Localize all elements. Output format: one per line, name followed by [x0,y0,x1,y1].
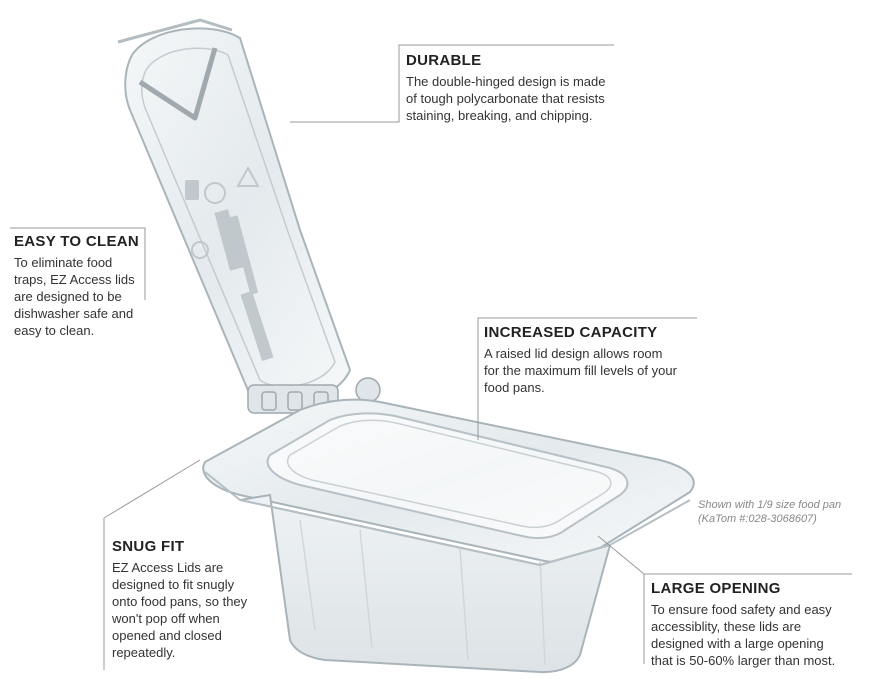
callout-increased-capacity: INCREASED CAPACITY A raised lid design a… [484,324,714,396]
callout-easy-to-clean-line: easy to clean. [14,323,95,338]
callout-easy-to-clean: EASY TO CLEAN To eliminate food traps, E… [14,233,164,339]
callout-snug-fit-line: EZ Access Lids are [112,560,224,575]
food-pan-note-line: Shown with 1/9 size food pan [698,499,842,511]
callout-large-opening-text: To ensure food safety and easy accessibl… [651,601,866,669]
callout-easy-to-clean-line: traps, EZ Access lids [14,272,135,287]
leader-lines [10,44,852,670]
callout-snug-fit-line: won't pop off when [112,611,220,626]
callout-snug-fit-text: EZ Access Lids are designed to fit snugl… [112,559,292,661]
callout-snug-fit-line: opened and closed [112,628,222,643]
callout-increased-capacity-line: A raised lid design allows room [484,346,663,361]
callout-easy-to-clean-title: EASY TO CLEAN [14,233,140,250]
callout-increased-capacity-text: A raised lid design allows room for the … [484,345,714,396]
callout-large-opening-line: accessiblity, these lids are [651,619,802,634]
callout-increased-capacity-line: food pans. [484,380,545,395]
food-pan-note: Shown with 1/9 size food pan (KaTom #:02… [698,498,863,526]
callout-large-opening: LARGE OPENING To ensure food safety and … [651,580,866,669]
callout-snug-fit-line: repeatedly. [112,645,176,660]
callout-increased-capacity-title: INCREASED CAPACITY [484,324,658,341]
callout-snug-fit-line: onto food pans, so they [112,594,248,609]
food-pan [204,471,691,674]
callout-durable-line: The double-hinged design is made [406,74,606,89]
callout-durable-line: staining, breaking, and chipping. [406,108,593,123]
callout-large-opening-line: designed with a large opening [651,636,824,651]
callout-durable-line: of tough polycarbonate that resists [406,91,605,106]
callout-snug-fit-line: designed to fit snugly [112,577,235,592]
callout-durable-title: DURABLE [406,52,482,69]
callout-easy-to-clean-line: To eliminate food [14,255,113,270]
callout-snug-fit-title: SNUG FIT [112,538,185,555]
callout-large-opening-line: that is 50-60% larger than most. [651,653,836,668]
callout-large-opening-line: To ensure food safety and easy [651,602,832,617]
open-lid-panel [117,18,352,404]
callout-large-opening-title: LARGE OPENING [651,580,781,597]
callout-snug-fit: SNUG FIT EZ Access Lids are designed to … [112,538,292,661]
callout-easy-to-clean-line: are designed to be [14,289,122,304]
callout-increased-capacity-line: for the maximum fill levels of your [484,363,677,378]
callout-durable-text: The double-hinged design is made of toug… [406,73,646,124]
callout-easy-to-clean-text: To eliminate food traps, EZ Access lids … [14,254,164,339]
callout-durable: DURABLE The double-hinged design is made… [406,52,646,124]
food-pan-note-line: (KaTom #:028-3068607) [698,513,817,525]
callout-easy-to-clean-line: dishwasher safe and [14,306,134,321]
